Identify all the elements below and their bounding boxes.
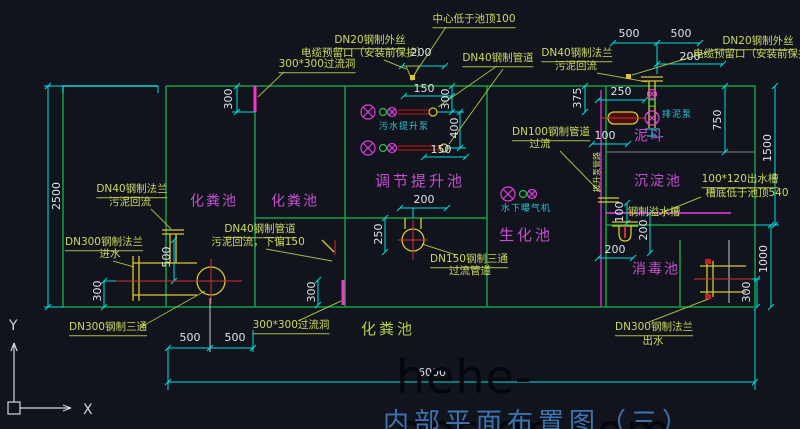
dim-150-pump-top: 150 [413, 81, 435, 95]
dim-250-hopper: 250 [610, 84, 632, 98]
dim-1500: 1500 [760, 134, 774, 162]
equip-label-aerator: 水下曝气机 [500, 204, 552, 215]
ann-dn300-inlet-1: DN300钢制法兰 [65, 237, 143, 251]
ann-dn40-flange-left-1: DN40钢制法兰 [96, 184, 168, 198]
ann-dn20-left-2: 电缆预留口（安装前保护） [301, 47, 427, 60]
dimension-ticks [44, 39, 779, 386]
ucs-icon [7, 342, 72, 415]
ann-overflow-channel: 钢制溢水槽 [627, 206, 681, 219]
tank-walls [62, 85, 756, 308]
tank-label-septic-bottom: 化粪池 [360, 319, 416, 338]
ann-dn300-tee: DN300钢制三通 [69, 322, 147, 336]
dim-200-weir: 200 [636, 219, 650, 241]
dim-1000: 1000 [756, 245, 770, 273]
ann-hole-bottom: 300*300过流洞 [252, 320, 330, 334]
sludge-pump-assembly [600, 76, 663, 137]
ann-dn100-1: DN100钢制管道 [512, 127, 590, 141]
dim-500-inlet: 500 [159, 246, 173, 268]
ann-dn20-right-2: 电缆预留口（安装前保护） [693, 48, 800, 61]
overflow-holes [253, 86, 345, 305]
tank-label-mud-hopper: 泥斗 [634, 128, 666, 145]
dim-500-top-2: 500 [670, 26, 692, 40]
dn150-tee [398, 218, 428, 260]
cable-port-dot-left [410, 75, 415, 80]
equip-label-sewage-pump: 污水提升泵 [378, 122, 430, 133]
aerator-symbol [500, 186, 538, 202]
sewage-lift-pumps [360, 104, 449, 156]
ann-dn20-left-1: DN20钢制外丝 [334, 35, 406, 49]
ann-outlet-channel-1: 100*120出水槽 [701, 174, 779, 188]
dim-500-top-1: 500 [618, 26, 640, 40]
tank-label-septic-2: 化粪池 [271, 193, 319, 210]
dim-200-tee: 200 [413, 192, 435, 206]
ann-dn40-offset-1: DN40钢制管道 [224, 224, 296, 238]
leader-arrow-triangle [405, 65, 420, 82]
cable-port-dot-right [626, 74, 631, 79]
tank-label-disinfection: 消毒池 [632, 261, 680, 278]
tank-label-biochemical: 生化池 [498, 225, 554, 244]
dim-200-cable-left: 200 [410, 45, 432, 59]
dim-400-pump: 400 [447, 117, 461, 139]
dim-750: 750 [710, 109, 724, 131]
dim-375: 375 [570, 87, 584, 109]
dim-100-weir: 100 [612, 201, 626, 223]
tank-label-septic-1: 化粪池 [190, 193, 238, 210]
inlet-pipe-assembly [116, 229, 336, 304]
ucs-y-label: Y [9, 318, 18, 334]
watermark: hehe-design.com [396, 350, 670, 429]
dim-500-bottom-2: 500 [224, 330, 246, 344]
dim-300-outlet: 300 [739, 281, 753, 303]
dim-200-cable-right: 200 [679, 49, 701, 63]
ann-center-below-top: 中心低于池顶100 [432, 14, 516, 28]
dim-150-pump-bottom: 150 [430, 142, 452, 156]
leader-lines [112, 26, 719, 328]
dim-300-topleft: 300 [221, 88, 235, 110]
ucs-x-label: X [83, 402, 93, 418]
drawing-title: 内部平面布置图（三） [383, 408, 694, 429]
dim-300-hole-bottom: 300 [304, 281, 318, 303]
tank-label-sedimentation: 沉淀池 [634, 173, 682, 190]
ann-dn40-flange-right-2: 污泥回流 [555, 60, 597, 73]
dim-6000: 6000 [418, 365, 446, 379]
dim-300-pump: 300 [438, 88, 452, 110]
dim-300-inlet: 300 [90, 280, 104, 302]
dim-100-hopper: 100 [594, 128, 616, 142]
ann-dn40-offset-2: 污泥回流，下偏150 [211, 236, 305, 249]
ann-dn40-pipe-top: DN40钢制管道 [462, 53, 534, 67]
ann-dn40-flange-left-2: 污泥回流 [109, 196, 151, 209]
dim-2500: 2500 [49, 182, 63, 210]
ann-dn20-right-1: DN20钢制外丝 [722, 36, 794, 50]
ann-dn150-tee-1: DN150钢制三通 [430, 254, 508, 268]
ann-dn150-tee-2: 过流管道 [449, 265, 491, 278]
tank-label-regulating: 调节提升池 [374, 171, 466, 190]
equip-label-sludge-pump: 排泥泵 [661, 110, 693, 121]
dim-250-tee: 250 [371, 223, 385, 245]
ann-riser-pipe: 提升泵管路 [592, 152, 602, 192]
outlet-pipe-assembly [694, 259, 752, 299]
dim-500-bottom-1: 500 [179, 330, 201, 344]
dim-200-disinfect: 200 [604, 242, 626, 256]
disinfection-drop-pipe [598, 197, 638, 242]
ann-dn300-inlet-2: 进水 [99, 248, 121, 261]
ann-hole-top: 300*300过流洞 [278, 59, 356, 73]
ann-outlet-channel-2: 槽底低于池顶540 [705, 187, 789, 200]
ann-dn300-outlet-2: 出水 [642, 335, 664, 348]
ann-dn300-outlet-1: DN300钢制法兰 [615, 322, 693, 336]
ann-dn40-flange-right-1: DN40钢制法兰 [541, 48, 613, 62]
ann-dn100-2: 过流 [529, 138, 551, 151]
